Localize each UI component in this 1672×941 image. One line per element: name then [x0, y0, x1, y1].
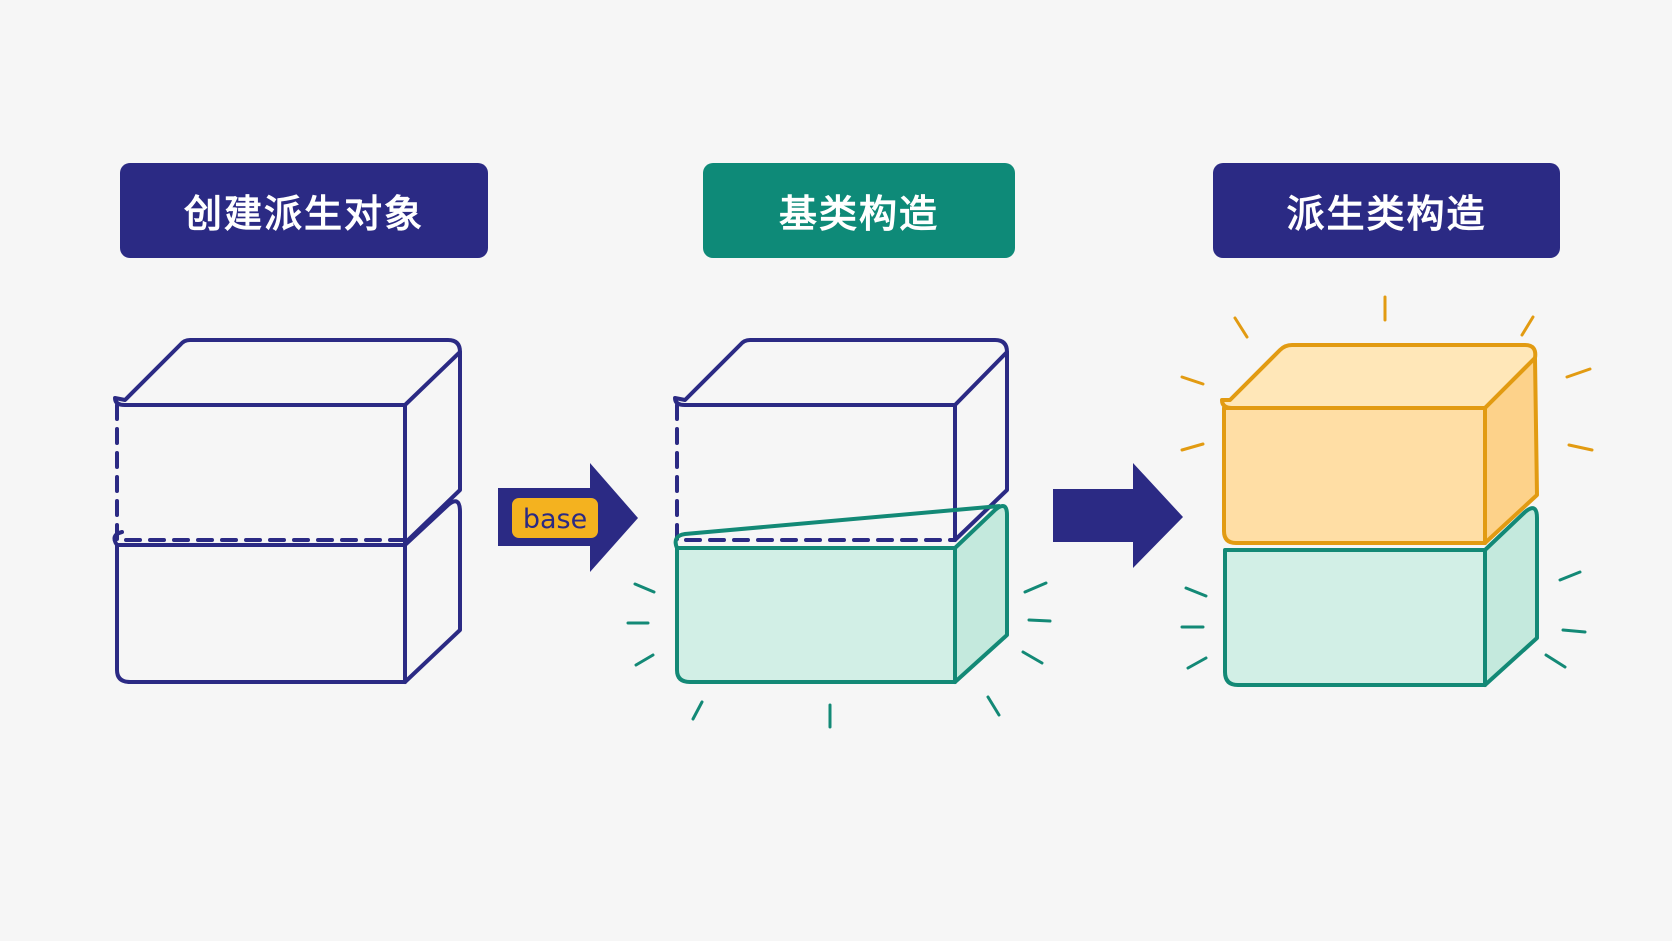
stage-1-bottom-front [115, 543, 407, 684]
stage-3-derived-front [1222, 406, 1487, 545]
stage-2-title: 基类构造 [703, 163, 1015, 258]
stage-3-base-glow-rays [1180, 570, 1587, 670]
stage-3-derived-glow-rays [1180, 295, 1594, 452]
stage-2-base-right [953, 504, 1009, 684]
arrow-1: base [498, 463, 638, 572]
stage-1-top-dashed-front [115, 403, 407, 542]
stage-3-title-text: 派生类构造 [1286, 192, 1487, 236]
stage-1-object [112, 338, 462, 684]
stage-3-derived-top [1220, 343, 1538, 410]
stage-1-title-text: 创建派生对象 [183, 192, 424, 236]
stage-2-base-lip [673, 504, 1001, 549]
stage-2-object [626, 338, 1052, 729]
stage-3-base-right [1483, 506, 1539, 687]
base-tag-box [512, 498, 598, 538]
stage-1-bottom-lip [112, 530, 124, 547]
stage-3-base-front [1223, 548, 1487, 687]
stage-2-top-face [673, 338, 1009, 407]
stage-2-top-dashed-front [675, 403, 957, 542]
stage-3-object [1180, 295, 1594, 687]
stage-2-glow-rays [626, 581, 1052, 729]
stage-2-base-front [675, 546, 957, 684]
base-tag-text: base [523, 504, 587, 535]
stage-3-title: 派生类构造 [1213, 163, 1560, 258]
arrow-2 [1053, 463, 1183, 568]
stage-1-title: 创建派生对象 [120, 163, 488, 258]
stage-2-title-text: 基类构造 [778, 192, 939, 236]
stage-1-top-face [113, 338, 462, 407]
stage-3-derived-right [1483, 356, 1539, 545]
stage-1-bottom-right [403, 499, 462, 684]
